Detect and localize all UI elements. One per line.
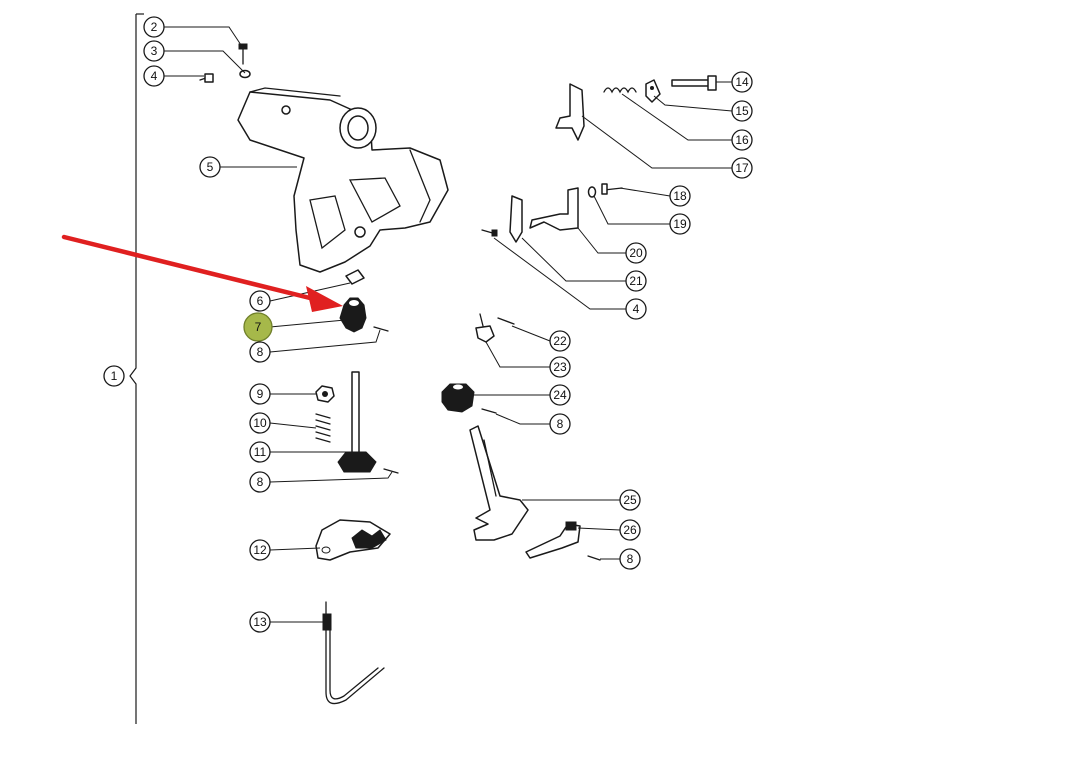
part-knob-bolt-23 (475, 313, 495, 343)
part-sector-12 (315, 519, 391, 561)
red-pointer-arrow (61, 234, 343, 312)
part-spring-16 (603, 87, 637, 94)
part-hook-rod-13 (322, 601, 385, 705)
callout-10-label: 10 (253, 416, 267, 430)
part-washer-6 (345, 269, 365, 285)
part-lever-26 (525, 521, 581, 559)
callout-21[interactable]: 21 (625, 270, 647, 292)
callout-9[interactable]: 9 (249, 383, 271, 405)
callout-20-label: 20 (629, 246, 643, 260)
callout-7-label: 7 (255, 320, 262, 334)
callout-2-label: 2 (151, 20, 158, 34)
callout-21-label: 21 (629, 274, 643, 288)
part-nut-9 (315, 385, 335, 403)
part-grease-nipple-4b (481, 229, 498, 237)
callout-25[interactable]: 25 (619, 489, 641, 511)
callout-2[interactable]: 2 (143, 16, 165, 38)
callout-12-label: 12 (253, 543, 267, 557)
part-housing-5 (237, 87, 449, 273)
callout-8-d-label: 8 (627, 552, 634, 566)
callout-14-label: 14 (735, 75, 749, 89)
callout-8-c[interactable]: 8 (549, 413, 571, 435)
part-bolt-14 (671, 75, 717, 91)
callout-15[interactable]: 15 (731, 100, 753, 122)
callout-18[interactable]: 18 (669, 185, 691, 207)
callout-8-b[interactable]: 8 (249, 471, 271, 493)
callout-1-label: 1 (111, 369, 118, 383)
part-spring-10 (315, 413, 331, 443)
part-washer-3 (239, 69, 251, 79)
callout-26[interactable]: 26 (619, 519, 641, 541)
callout-15-label: 15 (735, 104, 749, 118)
callout-6-label: 6 (257, 294, 264, 308)
callout-16[interactable]: 16 (731, 129, 753, 151)
callout-25-label: 25 (623, 493, 637, 507)
callout-4[interactable]: 4 (143, 65, 165, 87)
callout-4-b-label: 4 (633, 302, 640, 316)
callout-4-label: 4 (151, 69, 158, 83)
callout-10[interactable]: 10 (249, 412, 271, 434)
callout-20[interactable]: 20 (625, 242, 647, 264)
callout-19[interactable]: 19 (669, 213, 691, 235)
callout-26-label: 26 (623, 523, 637, 537)
callout-8-c-label: 8 (557, 417, 564, 431)
part-pin-8 (373, 326, 601, 561)
callout-12[interactable]: 12 (249, 539, 271, 561)
callout-7-highlighted[interactable]: 7 (243, 312, 273, 342)
callout-23[interactable]: 23 (549, 356, 571, 378)
part-shaft-11 (337, 371, 377, 473)
part-pin-22 (497, 317, 515, 325)
part-washer-19 (587, 186, 597, 198)
callout-22[interactable]: 22 (549, 330, 571, 352)
callout-24-label: 24 (553, 388, 567, 402)
callout-16-label: 16 (735, 133, 749, 147)
callout-3-label: 3 (151, 44, 158, 58)
callout-8-b-label: 8 (257, 475, 264, 489)
part-grease-nipple-4 (199, 73, 214, 83)
callout-8-a[interactable]: 8 (249, 341, 271, 363)
callout-24[interactable]: 24 (549, 384, 571, 406)
callout-4-b[interactable]: 4 (625, 298, 647, 320)
callout-18-label: 18 (673, 189, 687, 203)
callout-13-label: 13 (253, 615, 267, 629)
callout-5-label: 5 (207, 160, 214, 174)
leader-lines (164, 26, 733, 623)
callout-19-label: 19 (673, 217, 687, 231)
part-bracket-20 (529, 187, 579, 231)
callout-17[interactable]: 17 (731, 157, 753, 179)
part-bolt-2 (238, 43, 248, 65)
callout-1-assembly[interactable]: 1 (103, 365, 125, 387)
part-bolt-18 (601, 183, 623, 195)
part-fork-shaft-25 (469, 425, 529, 541)
callout-6[interactable]: 6 (249, 290, 271, 312)
callout-11-label: 11 (254, 445, 267, 459)
callout-13[interactable]: 13 (249, 611, 271, 633)
callout-14[interactable]: 14 (731, 71, 753, 93)
callout-9-label: 9 (257, 387, 264, 401)
callout-11[interactable]: 11 (249, 441, 271, 463)
callout-8-a-label: 8 (257, 345, 264, 359)
part-gear-24 (441, 383, 475, 413)
callout-3[interactable]: 3 (143, 40, 165, 62)
part-knife-17 (555, 83, 585, 141)
part-blade-21 (509, 195, 523, 243)
callout-23-label: 23 (553, 360, 567, 374)
callout-22-label: 22 (553, 334, 567, 348)
assembly-brace (129, 13, 144, 724)
callout-8-d[interactable]: 8 (619, 548, 641, 570)
callout-5[interactable]: 5 (199, 156, 221, 178)
part-gear-7 (339, 297, 367, 333)
callout-17-label: 17 (735, 161, 749, 175)
